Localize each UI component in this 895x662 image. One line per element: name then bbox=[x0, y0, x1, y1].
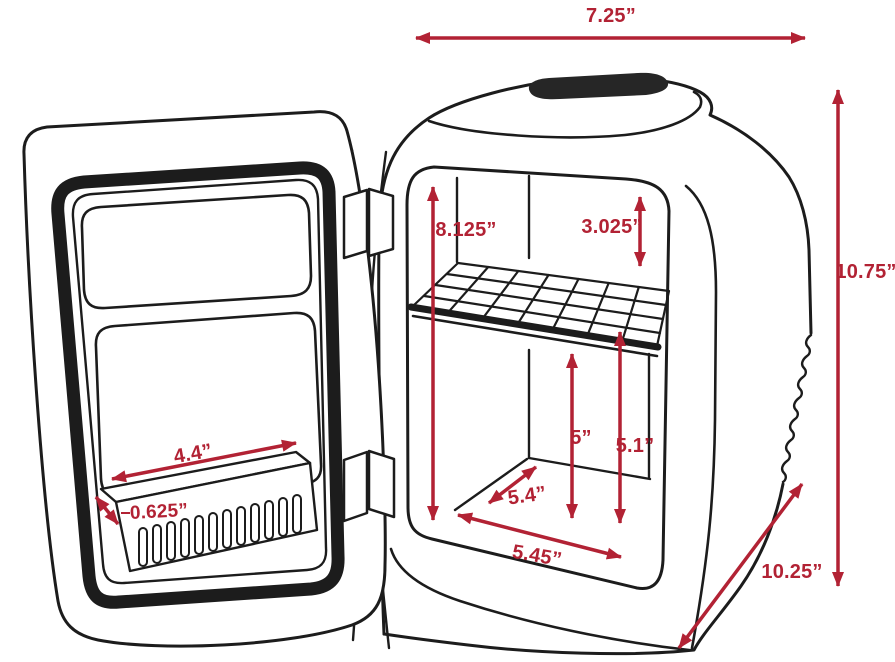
interior-lines bbox=[453, 174, 652, 512]
condenser-coil bbox=[780, 333, 813, 484]
arrow-rack-width bbox=[111, 439, 297, 483]
body-front-right-edge bbox=[684, 184, 718, 650]
arrow-rack-lip bbox=[94, 495, 120, 526]
door-top-panel bbox=[80, 193, 313, 310]
wire-shelf bbox=[407, 261, 671, 358]
door-hinges bbox=[342, 187, 396, 523]
dim-label-overall-height: 10.75” bbox=[835, 261, 895, 283]
arrow-overall-depth bbox=[677, 482, 804, 650]
dim-label-above-shelf: 3.025” bbox=[581, 216, 643, 238]
dimension-arrows bbox=[94, 32, 844, 650]
dim-label-overall-depth: 10.25” bbox=[761, 561, 823, 583]
hinge-bottom bbox=[367, 449, 396, 519]
fridge-body bbox=[377, 72, 813, 656]
fridge-door bbox=[22, 110, 391, 650]
hinge-bottom bbox=[342, 450, 369, 523]
hinge-top bbox=[342, 188, 369, 260]
dim-label-interior-height: 8.125” bbox=[435, 219, 497, 241]
interior-opening bbox=[405, 165, 671, 591]
dim-label-top-width: 7.25” bbox=[586, 5, 636, 27]
lid-handle bbox=[528, 72, 669, 100]
dim-label-rack-lip: 0.625” bbox=[129, 499, 189, 525]
door-gasket-frame bbox=[51, 161, 345, 609]
dim-label-below-shelf-front: 5” bbox=[570, 427, 592, 449]
body-front-bottom-edge bbox=[389, 547, 691, 652]
body-silhouette-lower bbox=[382, 482, 785, 656]
lid-rim bbox=[427, 90, 703, 139]
hinge-top bbox=[367, 187, 395, 258]
arrow-floor-width bbox=[457, 512, 622, 560]
door-liner bbox=[71, 178, 328, 585]
dim-label-floor-depth: 5.4” bbox=[506, 482, 548, 510]
arrow-floor-depth bbox=[487, 465, 538, 505]
dim-label-below-shelf-back: 5.1” bbox=[615, 435, 655, 457]
rack-slots bbox=[138, 494, 302, 567]
